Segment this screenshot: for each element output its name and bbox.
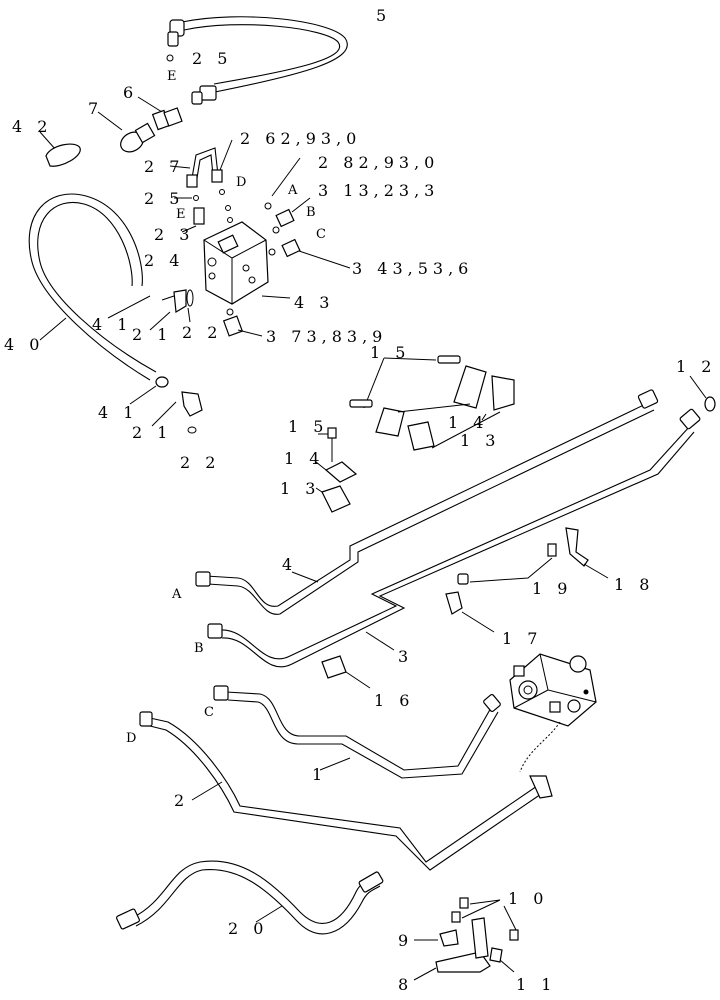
callout-15-lower: 1 5 — [288, 417, 328, 436]
fittings-right-of-valve — [275, 197, 351, 269]
parts-16-17-18-19 — [321, 527, 609, 689]
callout-25-top: 2 5 — [192, 49, 232, 68]
o-ring-12 — [689, 375, 716, 412]
callout-14-upper: 1 4 — [448, 413, 488, 432]
leader-3 — [365, 631, 395, 651]
callout-16: 1 6 — [374, 691, 414, 710]
control-valve-43 — [203, 221, 291, 305]
callout-17: 1 7 — [502, 629, 542, 648]
callout-41-upper: 4 1 — [92, 315, 132, 334]
clamp-set-upper — [349, 355, 515, 451]
callout-7: 7 — [88, 99, 103, 118]
clamp-set-lower — [315, 427, 358, 513]
callout-25-mid: 2 5 — [144, 189, 184, 208]
callout-C-lower: C — [204, 705, 215, 720]
callout-11: 1 1 — [516, 975, 556, 994]
hose-20 — [116, 860, 384, 935]
tube-4 — [195, 389, 659, 615]
callout-B-lower: B — [194, 641, 205, 656]
callout-4: 4 — [282, 555, 297, 574]
priority-valve — [509, 653, 597, 727]
cap-42 — [39, 131, 81, 167]
callout-B-top: B — [306, 205, 317, 220]
fitting-23 — [181, 207, 205, 233]
callout-D-lower: D — [126, 731, 137, 746]
tube-2 — [139, 711, 553, 871]
callout-23: 2 3 — [154, 225, 194, 244]
tube-fitting-27 — [169, 147, 223, 188]
callout-373: 3 73,83,9 — [266, 327, 387, 346]
tube-1 — [213, 685, 501, 779]
callout-13-lower: 1 3 — [280, 479, 320, 498]
callout-15-upper: 1 5 — [370, 343, 410, 362]
leader-41-a — [107, 295, 151, 319]
callout-3: 3 — [398, 647, 413, 666]
callout-22-upper: 2 2 — [182, 323, 222, 342]
o-rings-cluster — [166, 54, 301, 256]
tube-3 — [207, 408, 701, 668]
callout-E-mid: E — [176, 207, 187, 222]
callout-E-top: E — [167, 69, 178, 84]
callout-A-top: A — [287, 183, 298, 198]
fitting-6 — [137, 96, 183, 131]
callout-14-lower: 1 4 — [284, 449, 324, 468]
fittings-21-22-lower — [149, 289, 194, 331]
callout-A-lower: A — [171, 587, 182, 602]
callout-41-lower: 4 1 — [98, 403, 138, 422]
hose-5 — [167, 16, 348, 105]
leader-20 — [255, 905, 283, 923]
callout-18: 1 8 — [614, 575, 654, 594]
hose-40 — [28, 193, 157, 381]
callout-6: 6 — [123, 83, 138, 102]
callout-13-upper: 1 3 — [460, 431, 500, 450]
callout-21-lower: 2 1 — [132, 423, 172, 442]
callout-43: 4 3 — [294, 293, 334, 312]
callout-10: 1 0 — [508, 889, 548, 908]
callout-42: 4 2 — [12, 117, 52, 136]
callout-40: 4 0 — [4, 335, 44, 354]
callout-9: 9 — [398, 931, 413, 950]
leader-4 — [291, 571, 319, 583]
leader-2 — [191, 781, 223, 801]
callout-1: 1 — [312, 765, 327, 784]
fittings-41-21 — [129, 376, 203, 434]
bracket-set-8-11 — [413, 897, 519, 981]
callout-262: 2 62,93,0 — [240, 129, 361, 148]
callout-20: 2 0 — [228, 919, 268, 938]
elbow-37 — [222, 308, 263, 337]
plug-7 — [97, 111, 156, 153]
leader-1 — [319, 757, 351, 771]
callout-8: 8 — [398, 975, 413, 994]
callout-22-lower: 2 2 — [180, 453, 220, 472]
callout-19: 1 9 — [532, 579, 572, 598]
callout-313: 3 13,23,3 — [318, 181, 439, 200]
callout-282: 2 82,93,0 — [318, 153, 439, 172]
callout-5: 5 — [376, 6, 391, 25]
callout-C-top: C — [316, 227, 327, 242]
callout-2: 2 — [174, 791, 189, 810]
dotted-connector — [519, 721, 561, 773]
callout-D-top: D — [236, 175, 247, 190]
callout-21-upper: 2 1 — [132, 325, 172, 344]
callout-12: 1 2 — [676, 357, 716, 376]
callout-27: 2 7 — [144, 157, 184, 176]
callout-343: 3 43,53,6 — [352, 259, 473, 278]
callout-24: 2 4 — [144, 251, 184, 270]
